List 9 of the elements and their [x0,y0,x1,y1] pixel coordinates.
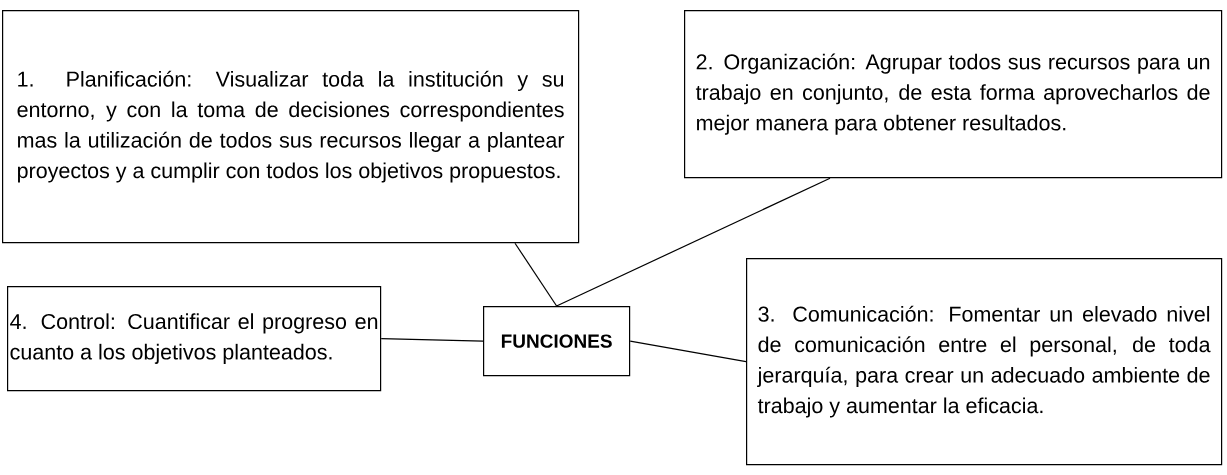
connector-line [514,242,558,307]
connector-line [629,340,747,363]
text-box: 1. Planificación: Visualizar toda la institución y su entorno, y con la toma de decisiones correspondientes mas la utilización de todos sus recursos llegar a plantear proyectos y a cumplir con todos los objetivos propuestos. [2,10,580,244]
connector-line [380,338,484,342]
text-box: 3. Comunicación: Fomentar un elevado nivel de comunicación entre el personal, de toda jerarquía, para crear un adecuado ambiente de trabajo y aumentar la eficacia. [746,258,1223,466]
text-box: 4. Control: Cuantificar el progreso en cuanto a los objetivos planteados. [7,286,382,392]
title-box: FUNCIONES [483,306,631,377]
connector-line [556,177,831,307]
text-box: 2. Organización: Agrupar todos sus recursos para un trabajo en conjunto, de esta forma aprovecharlos de mejor manera para obtener resultados. [684,10,1223,179]
